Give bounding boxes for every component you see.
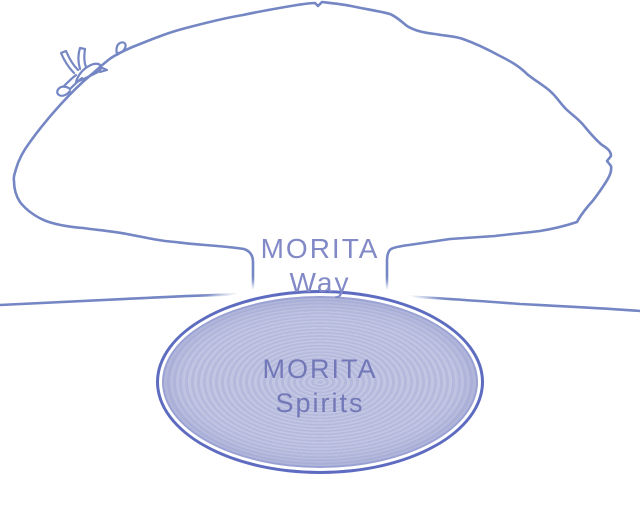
roots-label-line1: MORITA: [262, 354, 378, 384]
branch-curl-icon: [115, 41, 127, 57]
roots-ellipse: [147, 281, 493, 483]
roots-label-line2: Spirits: [275, 388, 365, 418]
trunk-label: MORITA Way: [0, 232, 640, 300]
trunk-label-line1: MORITA: [260, 233, 380, 264]
trunk-label-line2: Way: [289, 267, 351, 298]
roots-ellipse-fill: [162, 296, 478, 468]
bird-icon: [56, 46, 109, 97]
roots-label: MORITA Spirits: [0, 352, 640, 420]
bottom-band: [0, 488, 640, 508]
tree-crown-outline: [12, 0, 613, 296]
roots-ellipse-ring: [156, 290, 484, 474]
